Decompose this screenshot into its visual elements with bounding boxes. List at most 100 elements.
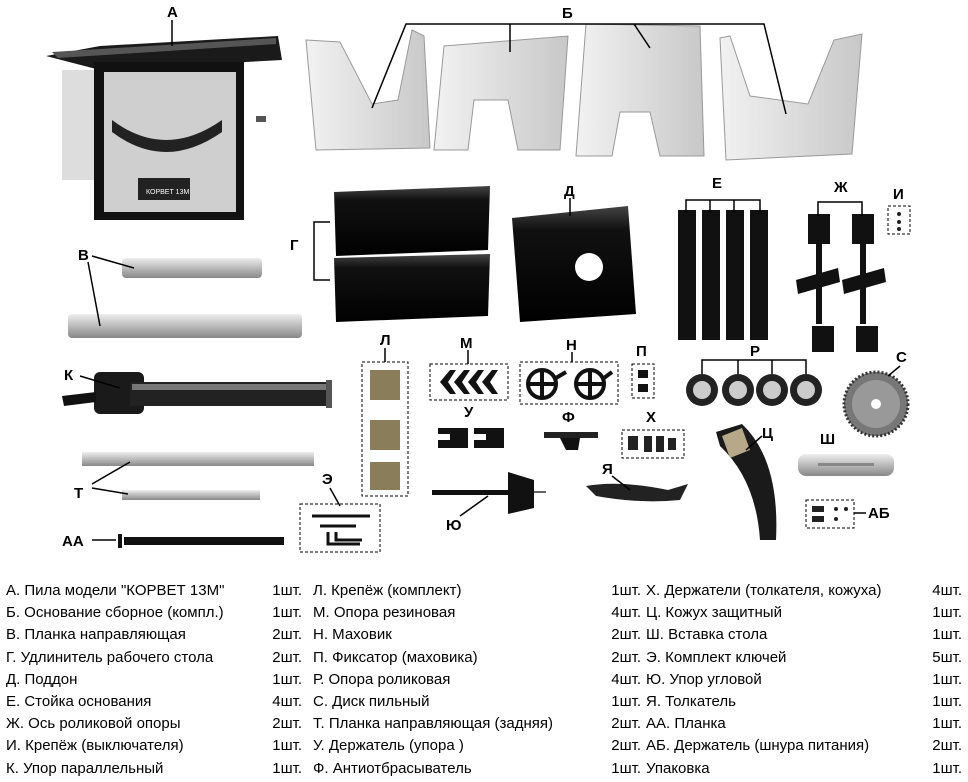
part-table-insert <box>798 454 894 476</box>
part-qty: 4шт. <box>272 693 302 711</box>
label-Yu: Ю <box>446 517 461 534</box>
legend-row: Х. Держатели (толкателя, кожуха) 4шт. <box>646 580 962 602</box>
label-D: Д <box>564 183 575 200</box>
part-name: Т. Планка направляющая (задняя) <box>313 715 554 733</box>
label-AB: АБ <box>868 505 890 522</box>
part-name: Ц. Кожух защитный <box>646 604 782 622</box>
label-P: П <box>636 343 647 360</box>
part-qty: 2шт. <box>932 737 962 755</box>
part-qty: 2шт. <box>272 626 302 644</box>
group-box <box>429 363 509 401</box>
label-Kh: Х <box>646 409 656 426</box>
part-name: Ю. Упор угловой <box>646 670 762 688</box>
part-name: Л. Крепёж (комплект) <box>313 582 462 599</box>
label-E2: Э <box>322 471 333 488</box>
part-name: Р. Опора роликовая <box>313 670 451 688</box>
part-miter-gauge <box>432 472 546 514</box>
part-tray <box>512 206 636 322</box>
part-qty: 1шт. <box>932 759 962 777</box>
legend-row: У. Держатель (упора )2шт. <box>313 735 641 757</box>
part-name: П. Фиксатор (маховика) <box>313 648 478 666</box>
label-Ya: Я <box>602 461 613 478</box>
part-qty: 1шт. <box>272 737 302 755</box>
part-name: Ж. Ось роликовой опоры <box>6 715 181 733</box>
part-name: Д. Поддон <box>6 670 78 688</box>
group-box <box>631 363 655 399</box>
legend-row: Ц. Кожух защитный 1шт. <box>646 602 962 624</box>
legend-row: АА. Планка 1шт. <box>646 713 962 735</box>
leader-line <box>817 201 863 216</box>
part-qty: 2шт. <box>611 626 641 644</box>
leader-line <box>313 221 330 281</box>
legend-row: Б. Основание сборное (компл.)1шт. <box>6 602 302 624</box>
group-box <box>887 205 911 235</box>
part-qty: 2шт. <box>611 648 641 666</box>
part-parallel-fence <box>62 372 332 414</box>
legend-row: АБ. Держатель (шнура питания) 2шт. <box>646 735 962 757</box>
label-N: Н <box>566 337 577 354</box>
parts-illustration: А КОРВЕТ 13М Б В Г Д Е <box>46 4 911 553</box>
part-name: С. Диск пильный <box>313 693 430 711</box>
part-push-stick <box>586 483 688 502</box>
part-name: Упаковка <box>646 759 710 777</box>
part-qty: 1шт. <box>932 715 962 733</box>
legend-row: С. Диск пильный 1шт. <box>313 691 641 713</box>
label-I: И <box>893 186 904 203</box>
label-R: Р <box>750 343 760 360</box>
label-K: К <box>64 367 74 384</box>
part-holders-kh <box>628 436 676 452</box>
leader-line <box>887 365 901 377</box>
part-qty: 4шт. <box>611 604 641 622</box>
label-M: М <box>460 335 473 352</box>
leader-line <box>87 261 101 327</box>
label-E: Е <box>712 175 722 192</box>
group-box <box>805 499 855 529</box>
part-qty: 1шт. <box>272 604 302 622</box>
part-name: Е. Стойка основания <box>6 693 152 711</box>
part-name: Н. Маховик <box>313 626 392 644</box>
legend-column-3: Х. Держатели (толкателя, кожуха) 4шт. Ц. … <box>646 580 962 780</box>
part-qty: 1шт. <box>611 693 641 711</box>
leader-line <box>459 495 489 517</box>
part-qty: 1шт. <box>611 582 641 599</box>
part-qty: 1шт. <box>272 670 302 688</box>
legend-row: П. Фиксатор (маховика) 2шт. <box>313 647 641 669</box>
label-AA: АА <box>62 533 84 550</box>
part-qty: 1шт. <box>932 693 962 711</box>
part-qty: 2шт. <box>272 648 302 666</box>
part-name: Ш. Вставка стола <box>646 626 768 644</box>
part-casters <box>686 374 822 406</box>
part-legs <box>678 210 768 340</box>
label-G: Г <box>290 237 299 254</box>
part-qty: 1шт. <box>932 604 962 622</box>
legend-row: Н. Маховик 2шт. <box>313 624 641 646</box>
label-Ts: Ц <box>762 425 773 442</box>
part-rear-guide-bars <box>82 452 314 500</box>
part-guide-bars <box>68 258 302 338</box>
legend-row: Д. Поддон 1шт. <box>6 669 302 691</box>
part-rubber-supports <box>440 370 498 394</box>
part-qty: 2шт. <box>611 737 641 755</box>
part-base-panels <box>305 23 863 161</box>
part-name: В. Планка направляющая <box>6 626 186 644</box>
label-B: Б <box>562 5 573 22</box>
label-A: А <box>167 4 178 21</box>
part-qty: 4шт. <box>932 582 962 599</box>
leader-line <box>611 475 631 491</box>
part-name: АБ. Держатель (шнура питания) <box>646 737 870 755</box>
legend-row: Ж. Ось роликовой опоры 2шт. <box>6 713 302 735</box>
leader-line <box>91 487 129 495</box>
part-qty: 2шт. <box>272 715 302 733</box>
part-name: Х. Держатели (толкателя, кожуха) <box>646 582 882 599</box>
group-box <box>621 429 685 459</box>
legend-row: Е. Стойка основания 4шт. <box>6 691 302 713</box>
part-name: А. Пила модели "КОРВЕТ 13М" <box>6 582 225 599</box>
part-name: АА. Планка <box>646 715 726 733</box>
